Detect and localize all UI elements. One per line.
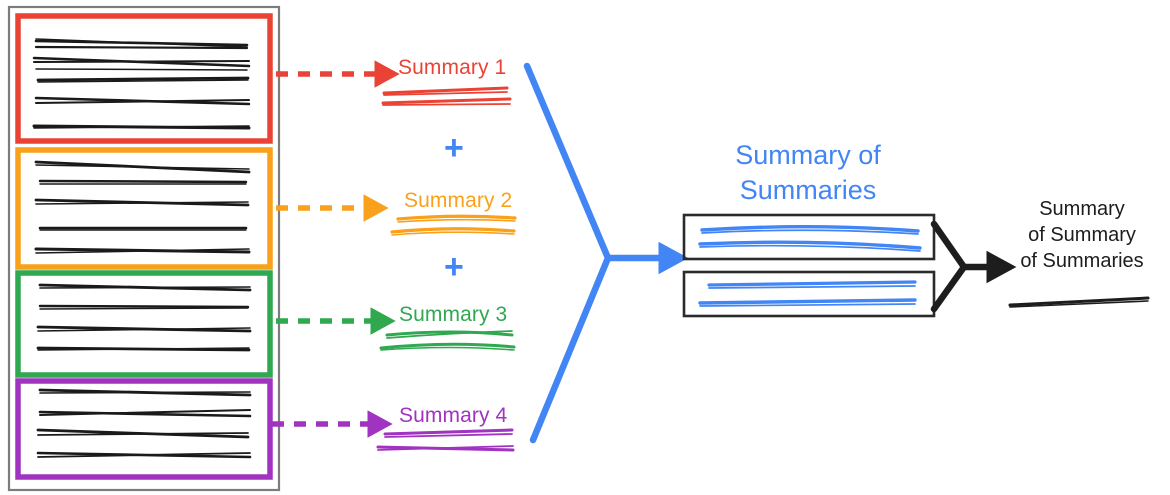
- summary-1-strokes: [381, 86, 512, 106]
- summary-4-label: Summary 4: [399, 404, 508, 427]
- summary-3-label: Summary 3: [399, 303, 508, 326]
- summary-2-label: Summary 2: [404, 189, 513, 212]
- summary-of-summaries-title: Summary of Summaries: [708, 138, 908, 207]
- summary-1-label: Summary 1: [398, 56, 507, 79]
- document-group-2: [15, 147, 273, 270]
- sos-title-line-2: Summaries: [739, 174, 877, 205]
- final-title-line-3: of Summaries: [1020, 250, 1144, 272]
- final-summary-stroke: [1008, 296, 1150, 308]
- black-funnel-arrow: [930, 220, 1017, 313]
- document-group-3: [15, 270, 273, 378]
- group-3-text-lines: [36, 283, 252, 352]
- group-1-text-lines: [32, 38, 251, 130]
- document-group-4: [15, 378, 273, 480]
- plus-operator-2: +: [444, 248, 464, 286]
- sos-box-1: [682, 213, 936, 261]
- blue-funnel-arrow: [523, 62, 689, 444]
- group-2-text-lines: [34, 160, 251, 254]
- final-title-line-1: Summary: [1039, 198, 1125, 220]
- source-document-outer-box: [7, 5, 281, 492]
- summary-3-strokes: [379, 330, 516, 351]
- group-4-text-lines: [36, 388, 252, 459]
- plus-operator-1: +: [444, 129, 464, 167]
- sos-box-2: [682, 270, 936, 318]
- final-summary-title: Summary of Summary of Summaries: [1002, 196, 1162, 274]
- document-group-1: [15, 13, 273, 144]
- summary-2-strokes: [390, 214, 517, 236]
- final-title-line-2: of Summary: [1028, 224, 1136, 246]
- summary-4-strokes: [376, 428, 515, 452]
- sos-title-line-1: Summary of: [735, 140, 881, 170]
